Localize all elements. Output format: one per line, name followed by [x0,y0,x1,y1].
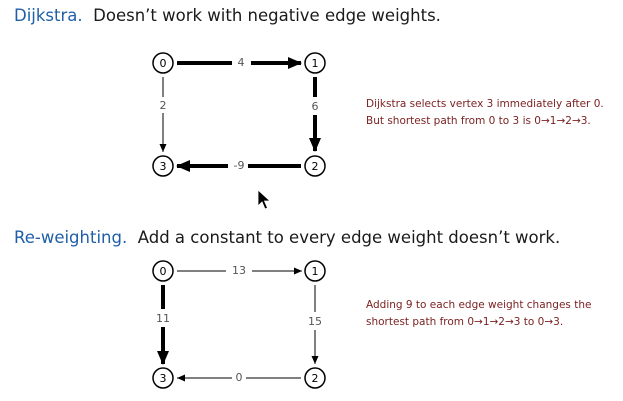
section2-heading-keyword: Re-weighting. [14,228,128,247]
section1-heading-text: Doesn’t work with negative edge weights. [93,6,441,25]
edge-0-3-weight: 2 [160,99,167,112]
vertex-1-label: 1 [312,57,319,70]
section1-heading-keyword: Dijkstra. [14,6,83,25]
vertex-0-label: 0 [160,57,167,70]
edge-0-1-weight: 13 [232,264,246,277]
section2-note-line1: Adding 9 to each edge weight changes the [366,299,592,311]
vertex-3: 3 [152,155,174,177]
vertex-2: 2 [304,367,326,389]
section1-note-line1: Dijkstra selects vertex 3 immediately af… [366,98,604,110]
edge-0-3-weight: 11 [156,312,170,325]
mouse-pointer-icon [257,189,272,210]
section2-note-line2: shortest path from 0→1→2→3 to 0→3. [366,316,564,328]
section2-note: Adding 9 to each edge weight changes the… [366,297,591,331]
section1-heading: Dijkstra. Doesn’t work with negative edg… [14,6,441,25]
section1-note: Dijkstra selects vertex 3 immediately af… [366,96,604,130]
vertex-0: 0 [152,52,174,74]
vertex-1-label: 1 [312,265,319,278]
vertex-2: 2 [304,155,326,177]
section2-heading-text: Add a constant to every edge weight does… [137,228,561,247]
vertex-1: 1 [304,260,326,282]
edge-1-2-weight: 15 [308,315,322,328]
edge-1-2-weight: 6 [312,100,319,113]
edge-2-3-weight: 0 [236,371,243,384]
vertex-0-label: 0 [160,265,167,278]
vertex-1: 1 [304,52,326,74]
vertex-2-label: 2 [312,160,319,173]
vertex-3: 3 [152,367,174,389]
vertex-0: 0 [152,260,174,282]
graph-2: 13 15 0 11 0 1 2 3 [152,260,326,389]
vertex-3-label: 3 [160,160,167,173]
section1-note-line2: But shortest path from 0 to 3 is 0→1→2→3… [366,115,591,127]
graph-1: 4 6 -9 2 0 1 2 3 [152,52,326,177]
vertex-2-label: 2 [312,372,319,385]
edge-0-1-weight: 4 [238,56,245,69]
vertex-3-label: 3 [160,372,167,385]
section2-heading: Re-weighting. Add a constant to every ed… [14,228,560,247]
edge-2-3-weight: -9 [234,159,245,172]
